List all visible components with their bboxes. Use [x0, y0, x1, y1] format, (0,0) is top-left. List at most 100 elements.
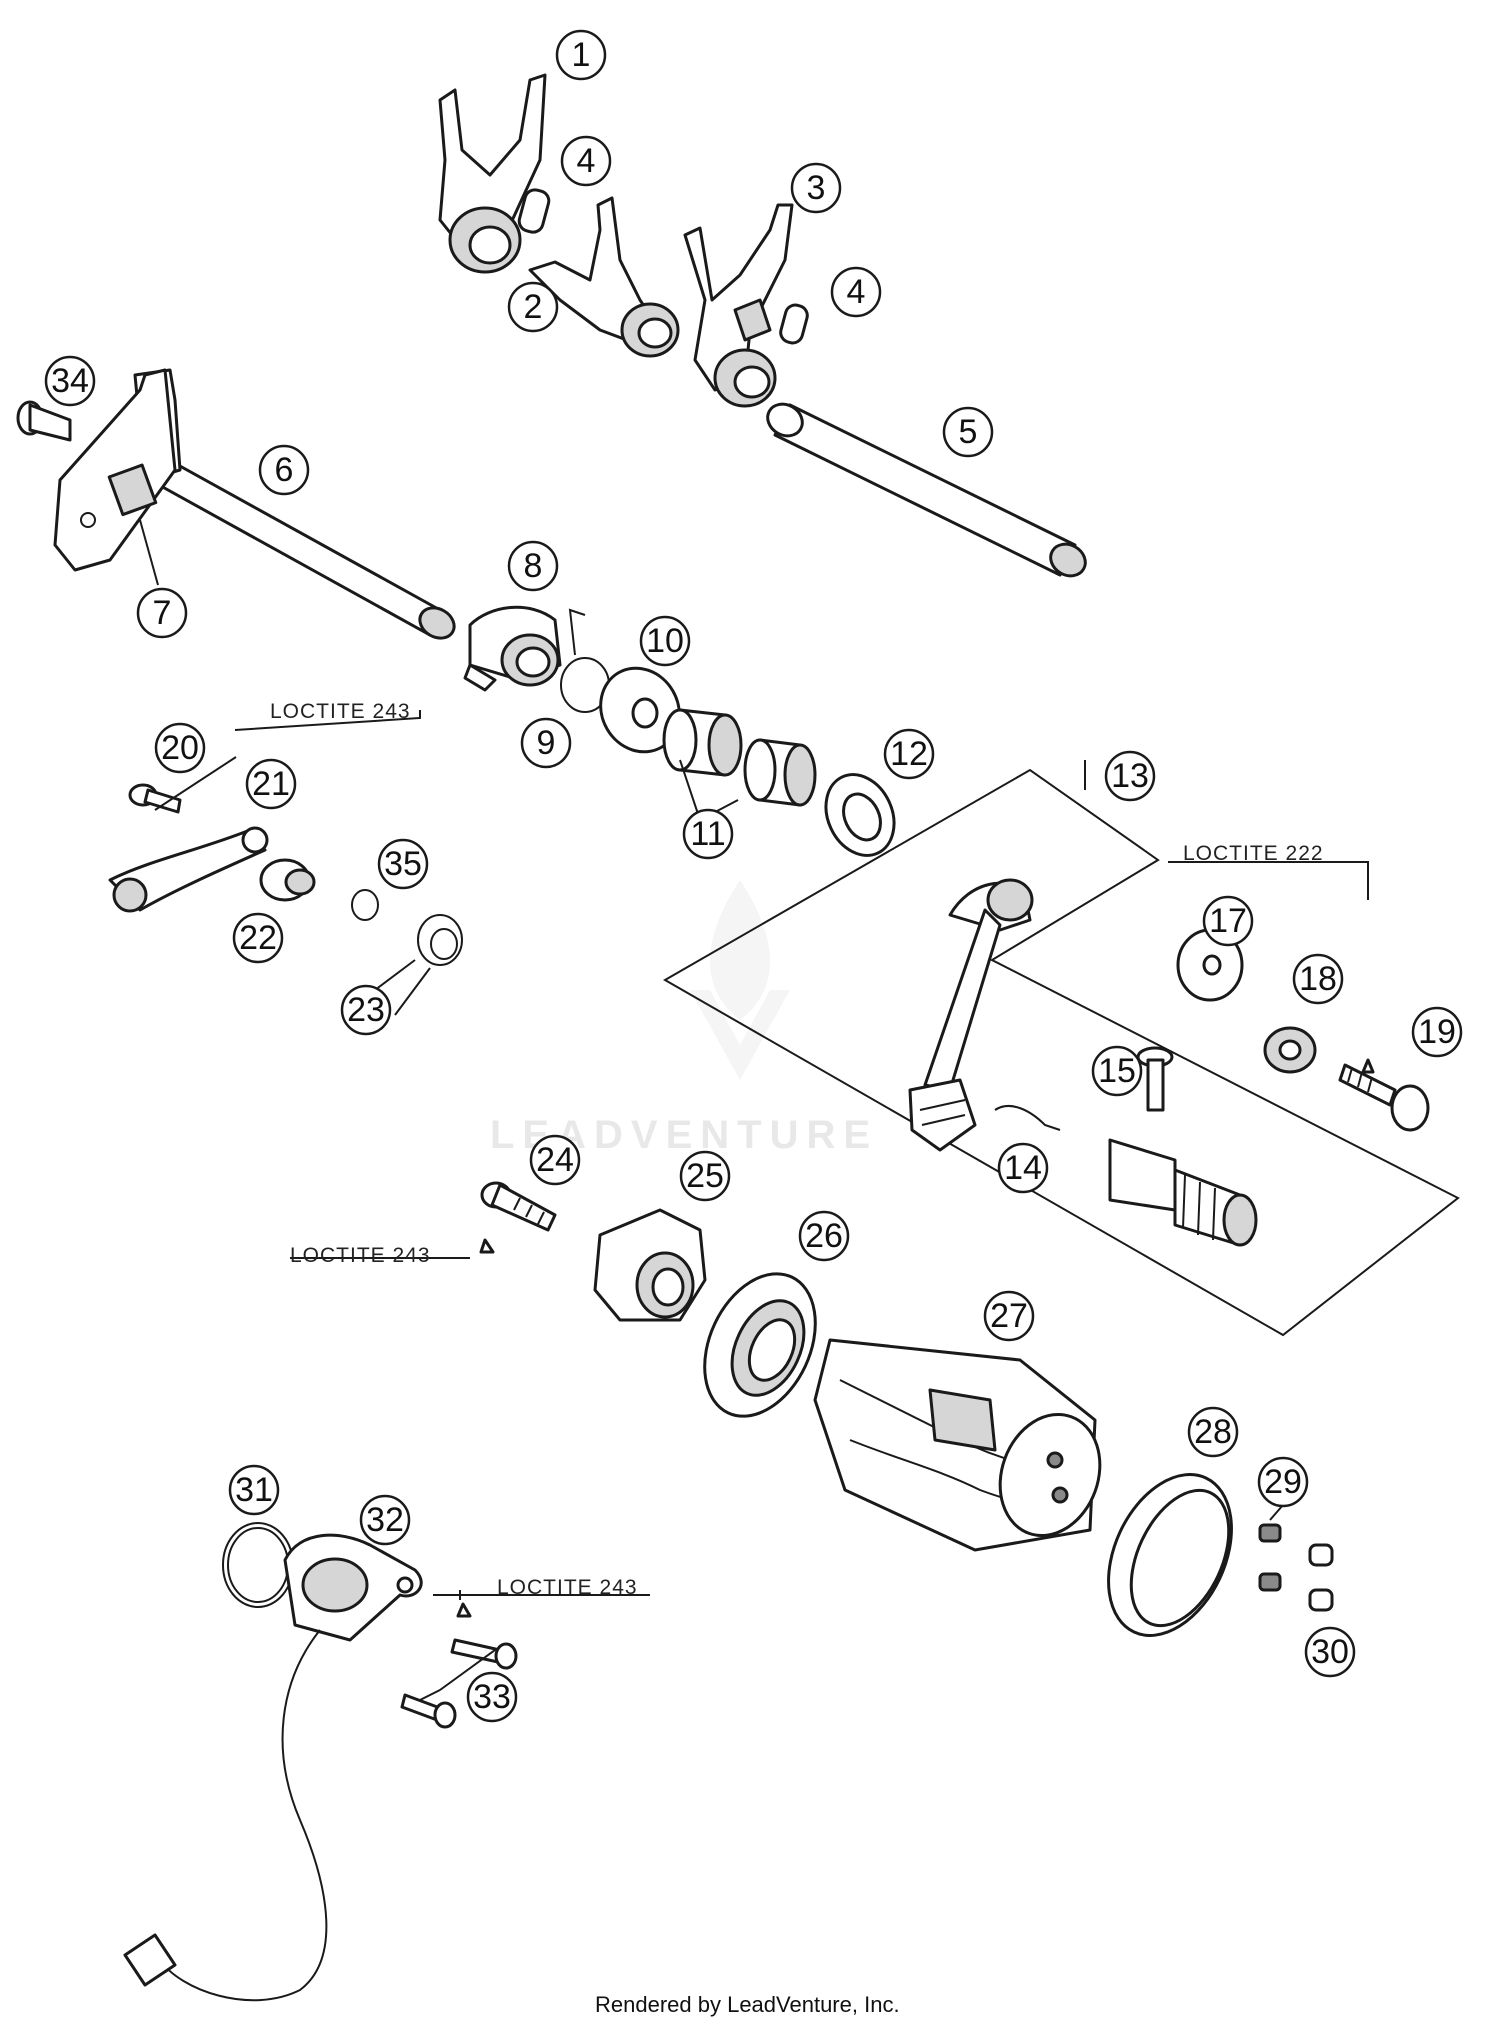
callout-21: 21	[245, 758, 297, 810]
svg-text:21: 21	[252, 765, 290, 803]
svg-text:3: 3	[807, 169, 826, 207]
callout-19: 19	[1411, 1006, 1463, 1058]
svg-text:13: 13	[1111, 757, 1149, 795]
washer-17	[1176, 928, 1244, 1002]
svg-text:19: 19	[1418, 1013, 1456, 1051]
shift-fork-2	[528, 196, 680, 358]
svg-text:20: 20	[161, 729, 199, 767]
leader-lines	[139, 519, 1369, 1701]
guide-pin-4b	[779, 303, 809, 345]
pin-15	[1136, 1046, 1174, 1112]
shift-fork-3	[683, 203, 794, 408]
callout-34: 34	[44, 355, 96, 407]
callout-2: 2	[507, 281, 559, 333]
shift-arm-13	[908, 878, 1034, 1152]
callout-3: 3	[790, 162, 842, 214]
svg-text:4: 4	[577, 142, 596, 180]
callout-10: 10	[639, 615, 691, 667]
callout-15: 15	[1091, 1045, 1143, 1097]
locking-lever-22	[108, 826, 269, 913]
shift-lever-7	[53, 368, 177, 572]
svg-text:26: 26	[805, 1217, 843, 1255]
svg-text:4: 4	[847, 273, 866, 311]
note-loctite-243-drum: LOCTITE 243	[290, 1244, 431, 1267]
svg-text:2: 2	[524, 288, 543, 326]
shift-drum-locating-25	[593, 1208, 707, 1322]
shift-drum-bearing-sleeve	[1108, 1138, 1258, 1247]
seal-12	[824, 773, 896, 857]
callout-29: 29	[1257, 1456, 1309, 1508]
callout-22: 22	[232, 912, 284, 964]
svg-text:29: 29	[1264, 1463, 1302, 1501]
o-ring-31	[222, 1522, 294, 1608]
svg-text:35: 35	[384, 845, 422, 883]
svg-text:9: 9	[537, 724, 556, 762]
washer-10	[599, 666, 681, 754]
bearing-26	[703, 1272, 817, 1418]
callout-9: 9	[520, 717, 572, 769]
assembly-13-outline	[662, 768, 1460, 1337]
svg-text:17: 17	[1209, 902, 1247, 940]
callout-20: 20	[154, 722, 206, 774]
callout-24: 24	[529, 1134, 581, 1186]
callout-5: 5	[942, 406, 994, 458]
callout-23: 23	[340, 984, 392, 1036]
shift-rail-5	[766, 402, 1087, 578]
callouts: 1 2 3 4 4 5 6 7 8 9 10 11 12 13 14 15 17…	[44, 29, 1463, 1723]
svg-text:1: 1	[572, 36, 591, 74]
svg-text:10: 10	[646, 622, 684, 660]
svg-text:7: 7	[153, 594, 172, 632]
shift-drum-27	[813, 1338, 1102, 1552]
svg-text:18: 18	[1299, 960, 1337, 998]
callout-26: 26	[798, 1210, 850, 1262]
guide-pin-4a	[517, 188, 551, 234]
svg-text:12: 12	[890, 735, 928, 773]
callout-12: 12	[883, 728, 935, 780]
screw-24	[479, 1181, 557, 1254]
svg-text:25: 25	[686, 1157, 724, 1195]
watermark-logo	[690, 880, 790, 1080]
svg-text:23: 23	[347, 991, 385, 1029]
svg-text:8: 8	[524, 547, 543, 585]
note-loctite-222: LOCTITE 222	[1183, 842, 1324, 865]
roller-21	[259, 858, 316, 902]
callout-1: 1	[555, 29, 607, 81]
svg-text:31: 31	[235, 1471, 273, 1509]
note-loctite-243-sensor: LOCTITE 243	[497, 1576, 638, 1599]
callout-33: 33	[466, 1671, 518, 1723]
callout-4b: 4	[830, 266, 882, 318]
callout-17: 17	[1202, 895, 1254, 947]
callout-4a: 4	[560, 135, 612, 187]
svg-text:11: 11	[690, 815, 725, 853]
gear-sensor-32	[123, 1533, 423, 2002]
callout-14: 14	[997, 1142, 1049, 1194]
callout-31: 31	[228, 1464, 280, 1516]
callout-18: 18	[1292, 953, 1344, 1005]
ring-28	[1107, 1473, 1233, 1637]
svg-text:28: 28	[1194, 1413, 1232, 1451]
svg-text:33: 33	[473, 1678, 511, 1716]
callout-28: 28	[1187, 1406, 1239, 1458]
shoulder-bolt-34	[16, 400, 72, 442]
svg-text:5: 5	[959, 413, 978, 451]
callout-25: 25	[679, 1150, 731, 1202]
svg-text:32: 32	[366, 1501, 404, 1539]
svg-text:6: 6	[275, 451, 294, 489]
shift-fork-1	[438, 73, 547, 274]
svg-text:22: 22	[239, 919, 277, 957]
clip-14	[994, 1105, 1061, 1131]
svg-text:34: 34	[51, 362, 89, 400]
washer-35	[351, 889, 379, 921]
callout-7: 7	[136, 587, 188, 639]
screws-33	[400, 1602, 518, 1729]
svg-text:15: 15	[1098, 1052, 1136, 1090]
needle-bearing-11b	[743, 738, 817, 807]
callout-13: 13	[1104, 750, 1156, 802]
needle-bearing-11a	[662, 708, 743, 777]
credit-text: Rendered by LeadVenture, Inc.	[595, 1992, 900, 2017]
callout-11: 11	[682, 808, 734, 860]
pin-30	[1308, 1543, 1334, 1612]
svg-text:27: 27	[990, 1297, 1028, 1335]
callout-6: 6	[258, 444, 310, 496]
